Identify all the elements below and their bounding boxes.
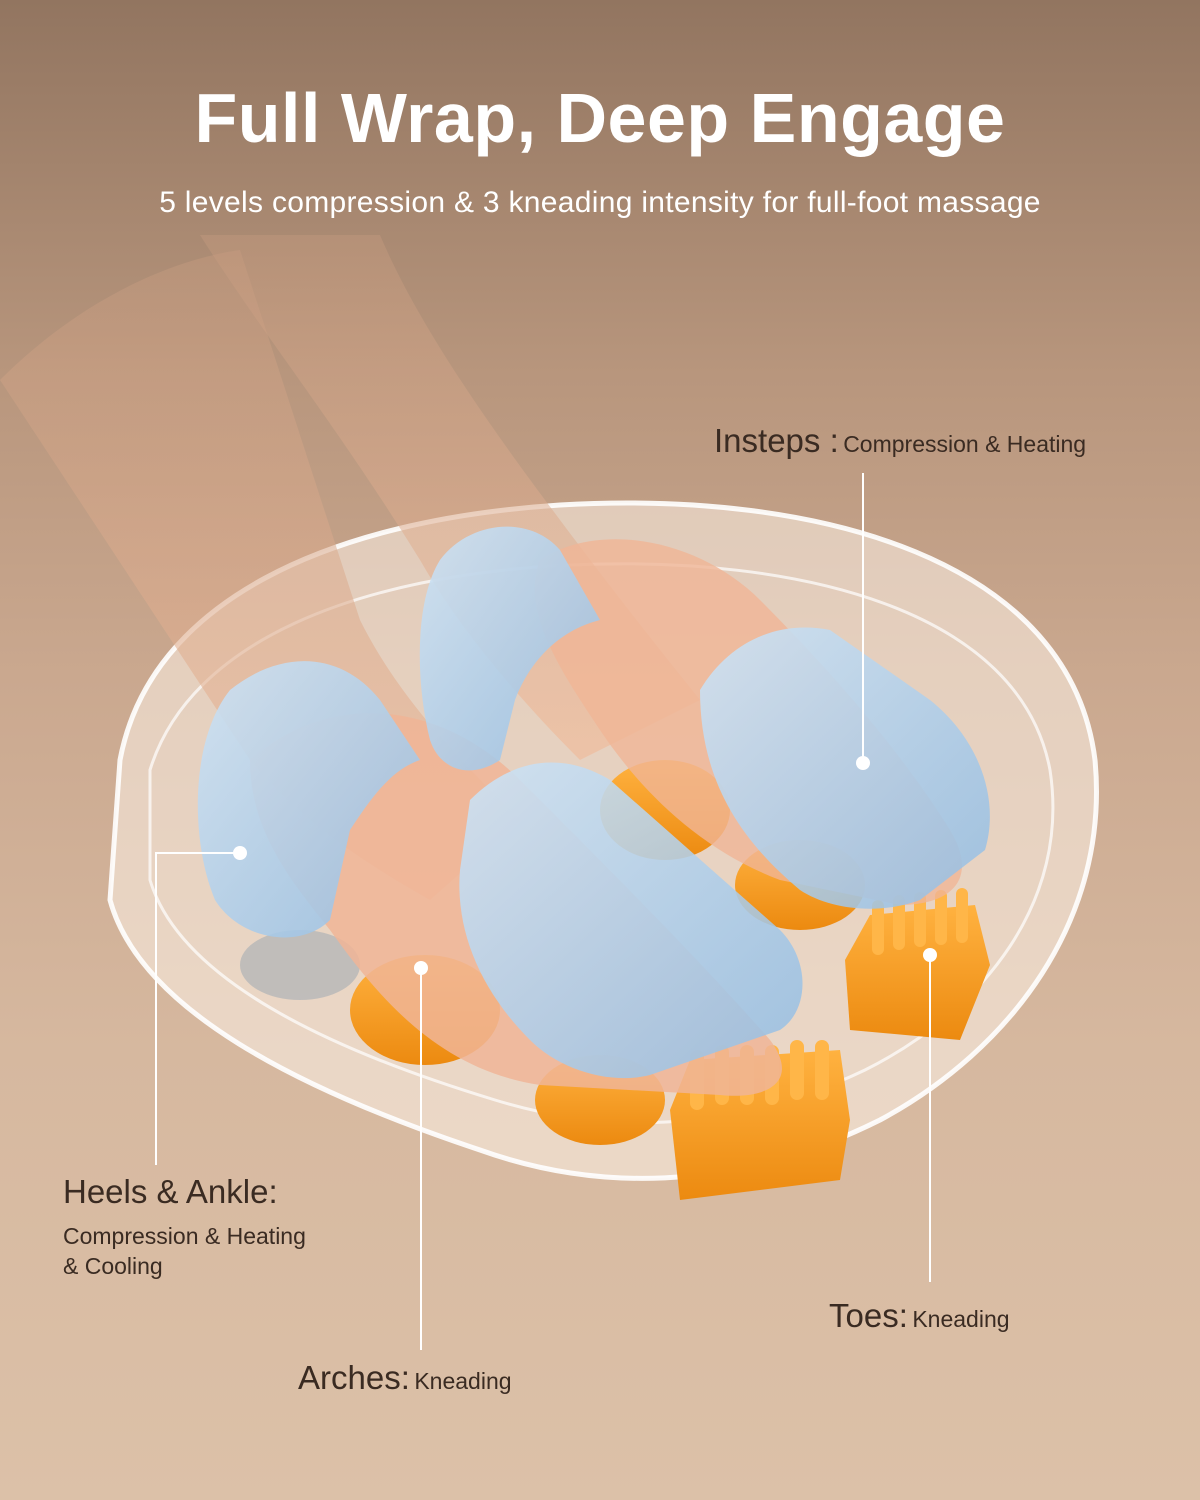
instep-airbag-left bbox=[459, 762, 803, 1079]
page-subtitle: 5 levels compression & 3 kneading intens… bbox=[159, 186, 1041, 219]
callout-lines bbox=[155, 473, 931, 1350]
toes-description: Kneading bbox=[912, 1306, 1010, 1332]
heel-roller bbox=[240, 930, 360, 1000]
arches-label: Arches: bbox=[298, 1359, 410, 1396]
arches-description: Kneading bbox=[414, 1368, 512, 1394]
heels-callout-dot bbox=[233, 846, 247, 860]
heels-ankle-description-line2: & Cooling bbox=[63, 1253, 163, 1279]
toes-label: Toes: bbox=[829, 1297, 908, 1334]
heels-ankle-callout: Heels & Ankle: Compression & Heating & C… bbox=[63, 1173, 306, 1281]
arches-callout-dot bbox=[414, 961, 428, 975]
toes-callout: Toes: Kneading bbox=[829, 1297, 1010, 1335]
insteps-callout-dot bbox=[856, 756, 870, 770]
arches-callout: Arches: Kneading bbox=[298, 1359, 512, 1397]
heels-ankle-description-line1: Compression & Heating bbox=[63, 1223, 306, 1249]
insteps-description: Compression & Heating bbox=[843, 431, 1087, 457]
heels-ankle-label: Heels & Ankle: bbox=[63, 1173, 278, 1210]
page-title: Full Wrap, Deep Engage bbox=[194, 79, 1006, 157]
ankle-airbag bbox=[419, 526, 600, 771]
instep-airbag-right bbox=[700, 627, 990, 909]
insteps-label: Insteps : bbox=[714, 422, 839, 459]
heel-airbag bbox=[197, 661, 420, 938]
toes-callout-dot bbox=[923, 948, 937, 962]
insteps-callout: Insteps : Compression & Heating bbox=[714, 422, 1086, 460]
